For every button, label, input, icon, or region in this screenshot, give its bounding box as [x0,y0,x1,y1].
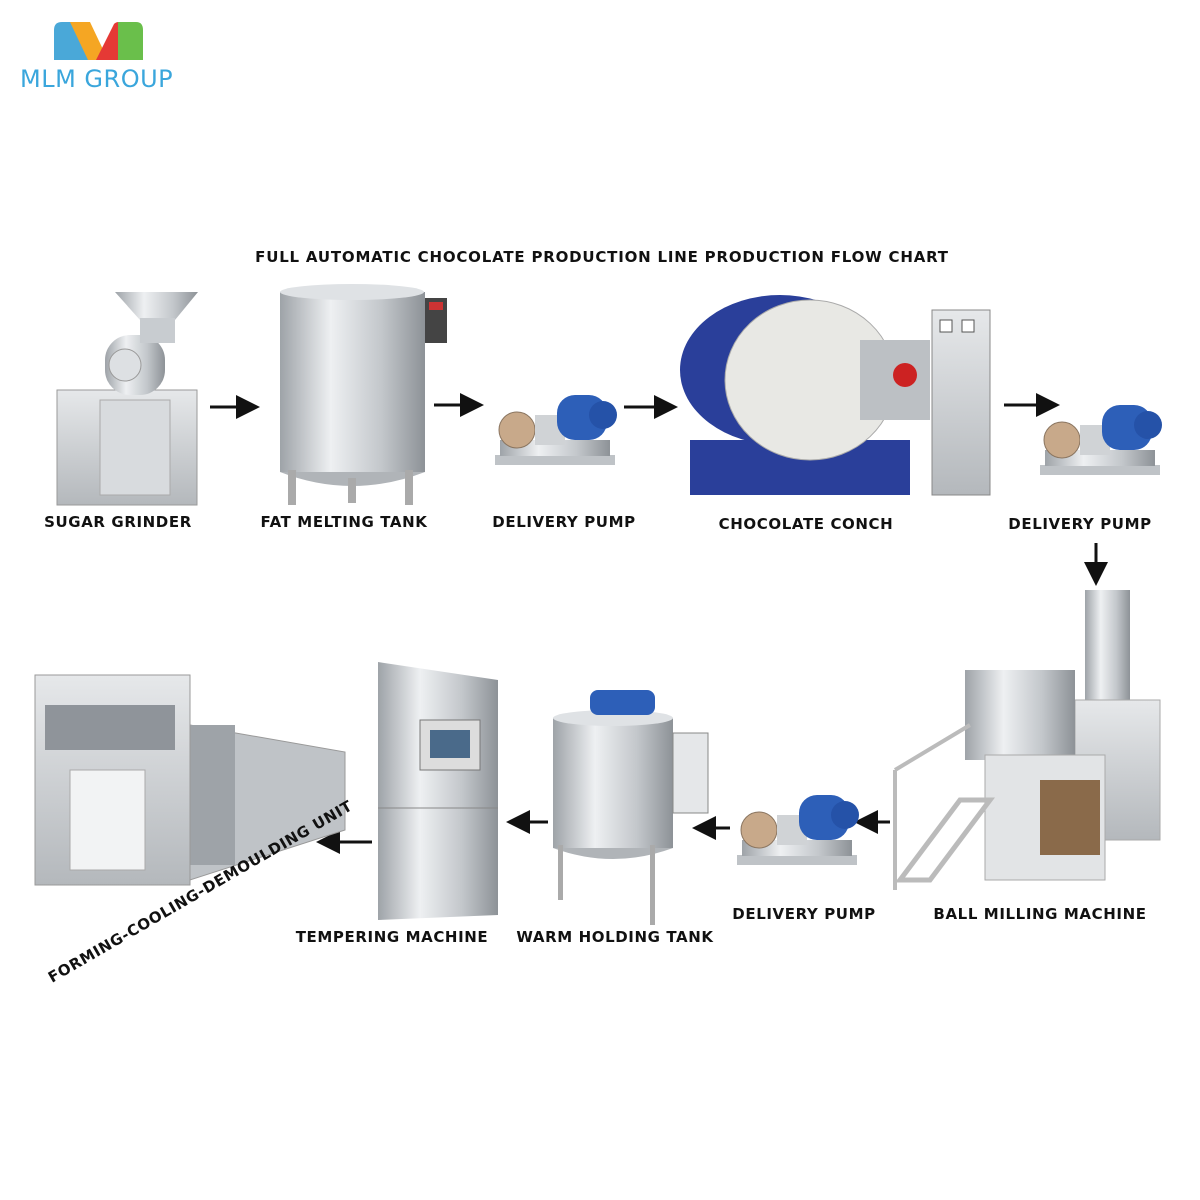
step-label-sugar-grinder: SUGAR GRINDER [44,513,192,531]
forming-cooling-demoulding-unit-image [34,674,346,886]
ball-milling-machine-image [893,590,1161,890]
step-label-chocolate-conch: CHOCOLATE CONCH [719,515,894,533]
step-label-fat-melting-tank: FAT MELTING TANK [260,513,428,531]
logo-text: MLM GROUP [20,65,173,93]
chart-title: FULL AUTOMATIC CHOCOLATE PRODUCTION LINE… [255,248,949,266]
chocolate-conch-image [680,295,991,496]
logo-mark-green [118,22,143,60]
step-label-tempering-machine: TEMPERING MACHINE [296,928,489,946]
step-label-delivery-pump-2: DELIVERY PUMP [1008,515,1151,533]
step-label-delivery-pump-3: DELIVERY PUMP [732,905,875,923]
tempering-machine-image [378,662,498,920]
delivery-pump-image [494,394,618,466]
logo-mark-red [96,22,124,60]
delivery-pump-image [736,794,860,866]
fat-melting-tank-image [280,284,447,505]
delivery-pump-image [1039,404,1163,476]
warm-holding-tank-image [553,690,709,925]
logo-mark-orange [70,22,108,60]
sugar-grinder-image [56,292,198,506]
mlm-group-logo: MLM GROUP [20,22,173,93]
step-label-ball-milling-machine: BALL MILLING MACHINE [933,905,1146,923]
step-label-delivery-pump-1: DELIVERY PUMP [492,513,635,531]
step-label-warm-holding-tank: WARM HOLDING TANK [516,928,714,946]
